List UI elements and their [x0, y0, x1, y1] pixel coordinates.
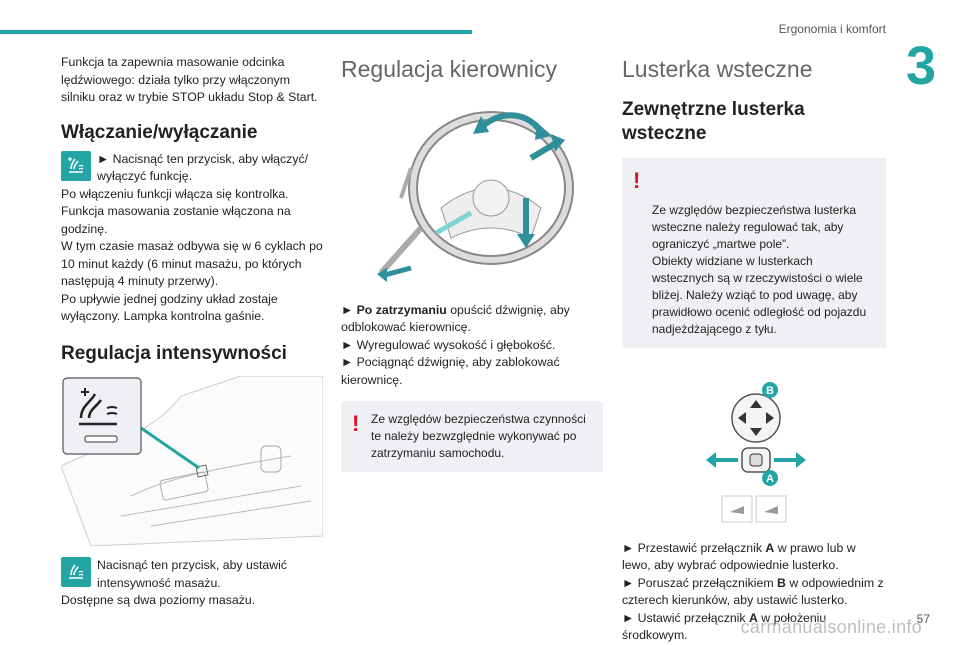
section-header: Ergonomia i komfort [778, 22, 886, 36]
on-off-body: Po włączeniu funkcji włącza się kontrolk… [61, 186, 323, 324]
steering-wheel-illustration [377, 111, 574, 282]
massage-button-icon [61, 150, 91, 181]
mirrors-title: Lusterka wsteczne [622, 56, 813, 82]
heading-intensity: Regulacja intensywności [61, 342, 287, 364]
massage-intensity-icon [61, 557, 91, 587]
chapter-number: 3 [905, 36, 936, 96]
seat-massage-illustration [60, 375, 324, 547]
heading-on-off: Włączanie/wyłączanie [61, 121, 258, 143]
mirrors-safety-note: ! Ze względów bezpieczeństwa lusterka ws… [622, 158, 886, 348]
watermark: carmanualsonline.info [740, 617, 922, 637]
label-a: A [766, 473, 774, 485]
steering-step-2: ► Wyregulować wysokość i głębokość. [341, 337, 556, 352]
column-steering: Regulacja kierownicy ► Po zatrzymaniu op… [341, 54, 603, 472]
steering-safety-note: ! Ze względów bezpieczeństwa czynności t… [341, 401, 603, 472]
mirrors-step-2: ► Poruszać przełącznikiem B w odpowiedni… [622, 575, 884, 608]
on-off-step-text: ► Nacisnąć ten przycisk, aby włączyć/ wy… [97, 151, 309, 184]
warning-icon: ! [633, 168, 641, 193]
mirrors-step-1: ► Przestawić przełącznik A w prawo lub w… [622, 540, 856, 573]
steering-step-1: ► Po zatrzymaniu opuścić dźwignię, aby o… [341, 302, 570, 335]
intensity-step-text: Nacisnąć ten przycisk, aby ustawić inten… [97, 558, 287, 590]
steering-title: Regulacja kierownicy [341, 56, 558, 82]
intensity-step: Nacisnąć ten przycisk, aby ustawić inten… [61, 557, 323, 592]
mirrors-subtitle: Zewnętrzne lusterka wsteczne [622, 99, 805, 144]
intro-text: Funkcja ta zapewnia masowanie odcinka lę… [61, 55, 318, 104]
page-number: 57 [916, 612, 930, 626]
intensity-body: Dostępne są dwa poziomy masażu. [61, 593, 256, 607]
label-b: B [766, 385, 774, 397]
top-accent-bar [0, 30, 472, 34]
steering-step-3: ► Pociągnąć dźwignię, aby zablokować kie… [341, 355, 560, 387]
mirror-controls-illustration: B A [706, 382, 806, 523]
on-off-step: ► Nacisnąć ten przycisk, aby włączyć/ wy… [61, 150, 323, 186]
warning-icon: ! [352, 411, 360, 436]
mirrors-step-3: ► Ustawić przełącznik A w położeniu środ… [622, 610, 827, 643]
column-massage: Funkcja ta zapewnia masowanie odcinka lę… [60, 54, 324, 610]
column-mirrors: Lusterka wsteczne Zewnętrzne lusterka ws… [622, 54, 886, 645]
